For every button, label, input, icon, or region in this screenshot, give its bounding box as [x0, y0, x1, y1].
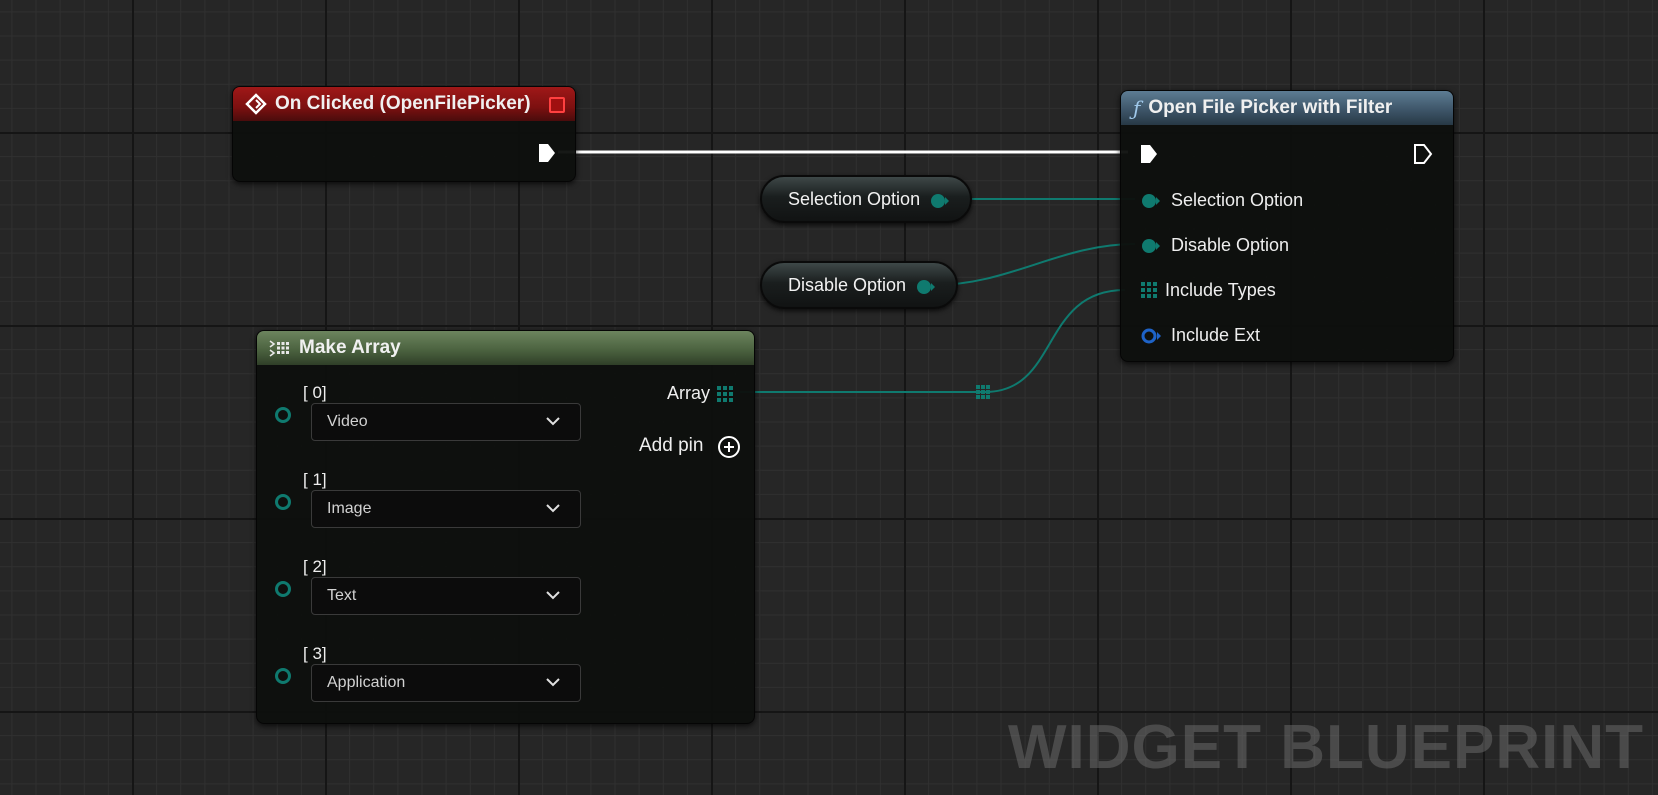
add-pin-label[interactable]: Add pin	[639, 435, 704, 456]
element-0-index: [ 0]	[303, 383, 327, 402]
element-2-dropdown[interactable]: Text	[311, 577, 581, 615]
element-2-input-pin[interactable]	[275, 581, 291, 597]
variable-output-pin[interactable]	[916, 279, 936, 300]
exec-output-pin[interactable]	[1413, 143, 1433, 170]
element-1-value: Image	[327, 500, 372, 517]
disable-option-label: Disable Option	[1171, 235, 1290, 255]
chevron-down-icon	[546, 413, 560, 431]
element-3-value: Application	[327, 674, 406, 691]
variable-node-selection-option[interactable]: Selection Option	[760, 175, 972, 223]
include-types-label: Include Types	[1165, 280, 1276, 300]
include-types-array-pin[interactable]	[1141, 282, 1157, 303]
add-pin-plus-icon[interactable]	[717, 435, 741, 464]
include-ext-label: Include Ext	[1171, 325, 1261, 345]
function-node-open-file-picker[interactable]: ƒ Open File Picker with Filter Selection…	[1120, 90, 1454, 362]
variable-output-pin[interactable]	[930, 193, 950, 214]
element-2-index: [ 2]	[303, 557, 327, 576]
event-node-title: On Clicked (OpenFilePicker)	[275, 93, 531, 114]
chevron-down-icon	[546, 674, 560, 692]
event-diamond-icon	[245, 93, 267, 115]
chevron-down-icon	[546, 500, 560, 518]
variable-label: Disable Option	[788, 274, 907, 295]
element-0-value: Video	[327, 413, 368, 430]
function-node-header[interactable]: ƒ Open File Picker with Filter	[1121, 91, 1453, 125]
function-node-title: Open File Picker with Filter	[1148, 97, 1393, 118]
wire-reroute-array-icon[interactable]	[976, 385, 990, 399]
exec-output-pin[interactable]	[537, 142, 557, 169]
element-2-value: Text	[327, 587, 357, 604]
event-node-header[interactable]: On Clicked (OpenFilePicker)	[233, 87, 575, 121]
element-0-dropdown[interactable]: Video	[311, 403, 581, 441]
element-3-input-pin[interactable]	[275, 668, 291, 684]
element-1-input-pin[interactable]	[275, 494, 291, 510]
selection-option-pin[interactable]	[1141, 193, 1161, 214]
element-3-index: [ 3]	[303, 644, 327, 663]
chevron-down-icon	[546, 587, 560, 605]
disable-option-pin[interactable]	[1141, 238, 1161, 259]
exec-input-pin[interactable]	[1139, 143, 1159, 170]
make-array-icon	[269, 338, 291, 358]
disable-option-wire	[933, 243, 1136, 286]
array-output-pin[interactable]	[717, 386, 733, 407]
variable-label: Selection Option	[788, 188, 921, 209]
element-3-dropdown[interactable]: Application	[311, 664, 581, 702]
function-f-icon: ƒ	[1133, 96, 1141, 120]
make-array-node[interactable]: Make Array Array Add pin [ 0] Video [ 1]…	[256, 330, 755, 724]
array-output-label: Array	[667, 383, 711, 403]
element-1-dropdown[interactable]: Image	[311, 490, 581, 528]
element-1-index: [ 1]	[303, 470, 327, 489]
element-0-input-pin[interactable]	[275, 407, 291, 423]
event-node-on-clicked[interactable]: On Clicked (OpenFilePicker)	[232, 86, 576, 182]
graph-type-watermark: WIDGET BLUEPRINT	[1008, 713, 1644, 782]
include-ext-pin[interactable]	[1141, 328, 1163, 349]
delegate-square-icon[interactable]	[549, 97, 565, 113]
selection-option-label: Selection Option	[1171, 190, 1304, 210]
variable-node-disable-option[interactable]: Disable Option	[760, 261, 958, 309]
make-array-title: Make Array	[299, 337, 401, 358]
make-array-header[interactable]: Make Array	[257, 331, 754, 365]
